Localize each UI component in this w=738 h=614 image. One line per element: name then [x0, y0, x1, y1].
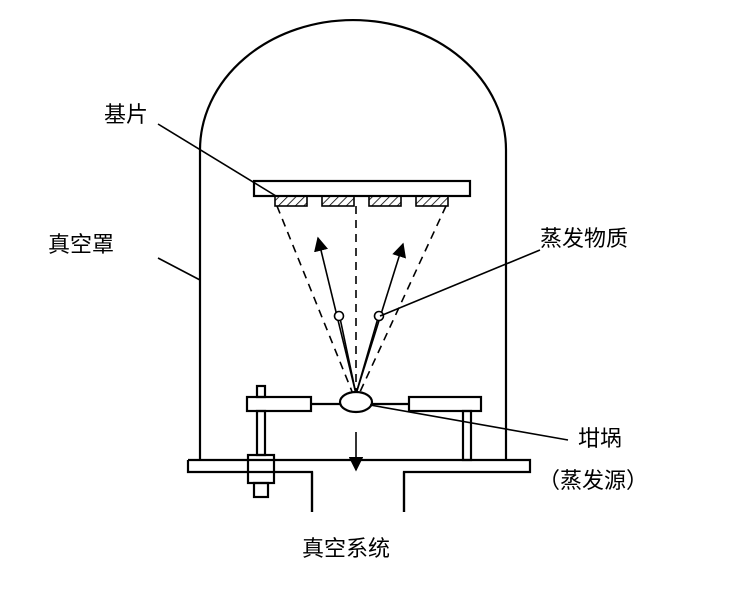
- right-electrode: [407, 395, 483, 413]
- evaporant-label: 蒸发物质: [540, 227, 628, 252]
- crucible: [338, 390, 374, 414]
- left-electrode: [245, 395, 313, 413]
- particle-trajectories: [314, 236, 406, 395]
- left-support-feedthrough: [246, 384, 276, 499]
- crucible-leader: [369, 404, 569, 441]
- substrate-2: [321, 195, 355, 207]
- vacuum-cover-label: 真空罩: [48, 233, 114, 258]
- substrate-leader: [157, 123, 277, 197]
- substrate-label: 基片: [104, 103, 148, 128]
- vacuum-system-label: 真空系统: [302, 537, 390, 562]
- vacuum-cover-outline: [198, 18, 508, 460]
- substrate-holder: [252, 179, 472, 198]
- evaporant-particle-left: [333, 310, 345, 322]
- vapor-cone: [276, 205, 447, 395]
- base-plate: [186, 458, 532, 512]
- substrate-4: [415, 195, 449, 207]
- evaporation-source-label: （蒸发源）: [538, 469, 648, 494]
- substrates: [274, 195, 449, 207]
- right-support-post: [461, 409, 473, 462]
- evaporant-particle-right: [373, 310, 385, 322]
- substrate-3: [368, 195, 402, 207]
- evaporant-leader: [379, 249, 541, 317]
- crucible-label: 坩埚: [578, 427, 622, 452]
- substrate-1: [274, 195, 308, 207]
- vacuum-cover-leader: [157, 257, 201, 281]
